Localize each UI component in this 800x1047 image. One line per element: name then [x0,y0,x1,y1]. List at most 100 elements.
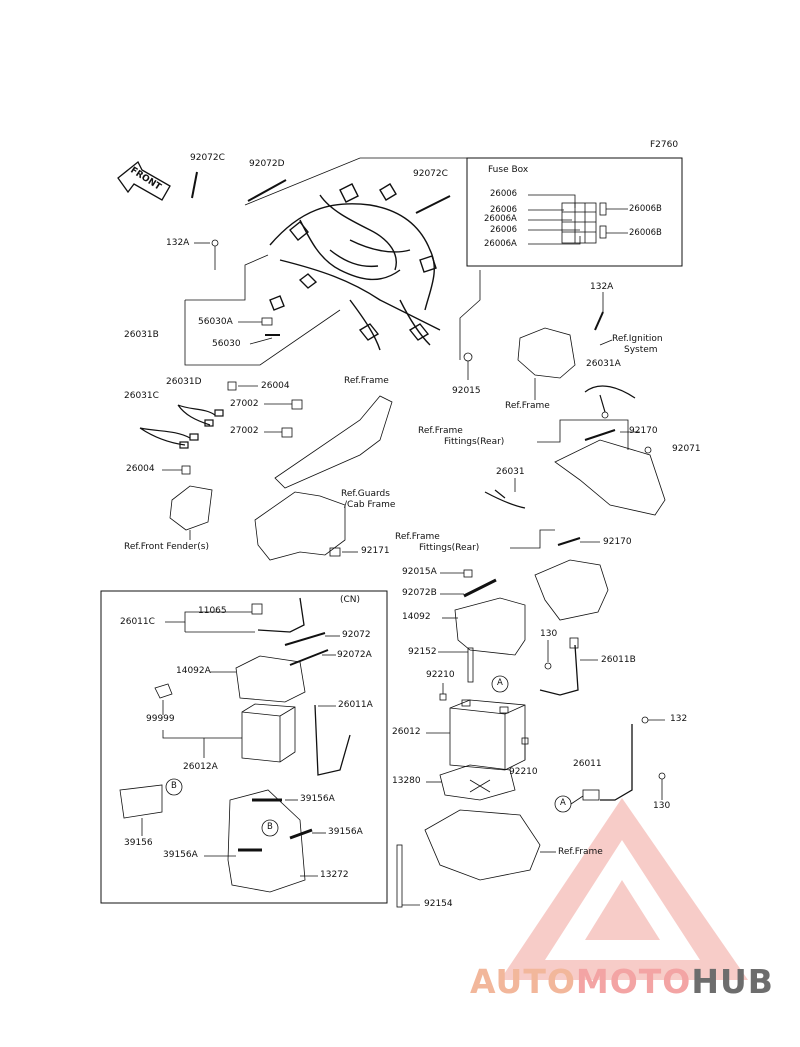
part-92072D-shape [247,179,287,202]
callout-a1: A [497,678,503,688]
sticker-39156-shape [119,784,163,819]
ref-ignition-line1: Ref.Ignition [612,334,663,344]
harness-callout-line-4 [459,270,481,360]
part-label-26031A: 26031A [586,359,621,369]
part-label-11065: 11065 [198,606,227,616]
part-label-26012: 26012 [392,727,421,737]
part-label-132A-b: 132A [590,282,614,292]
part-label-92072C-a: 92072C [190,153,225,163]
ref-front-fender: Ref.Front Fender(s) [124,542,209,552]
part-label-92170-a: 92170 [629,426,658,436]
ref-frame-fittings-1b: Fittings(Rear) [444,437,505,447]
nut-92015-shape [463,352,473,362]
fuse-label-left-4: 26006 [490,225,518,235]
watermark-part-2: MOTO [575,962,692,1001]
part-label-92072C-b: 92072C [413,169,448,179]
bolt-132A-a-shape [211,239,219,247]
bolt-132-shape [641,716,649,724]
part-label-39156A-c: 39156A [163,850,198,860]
part-label-26011: 26011 [573,759,602,769]
clamp-27002-a-shape [291,399,303,410]
part-label-26031C: 26031C [124,391,159,401]
battery-cover-14092-shape [454,597,526,656]
part-label-26012A: 26012A [183,762,218,772]
battery-26012-shape [449,699,526,771]
label-99999-shape [154,683,173,699]
callout-b2: B [267,822,273,832]
bolt-130-a-shape [544,662,552,670]
part-label-92072D: 92072D [249,159,285,169]
watermark-logo-triangle [500,798,748,980]
part-label-92015: 92015 [452,386,481,396]
fuse-label-left-5: 26006A [484,239,517,249]
part-label-13272: 13272 [320,870,349,880]
part-label-92210-a: 92210 [426,670,455,680]
callout-b1-circle [165,778,183,796]
part-label-92152: 92152 [408,647,437,657]
watermark-part-3: HUB [691,962,774,1001]
fuse-label-left-1: 26006 [490,189,518,199]
part-label-26004-b: 26004 [126,464,155,474]
switch-11065-shape [251,603,263,615]
part-label-26004-a: 26004 [261,381,290,391]
guards-cab-frame-shape [254,491,346,561]
ref-guards-line1: Ref.Guards [341,489,390,499]
rear-fittings-shape [554,439,666,516]
part-label-92210-b: 92210 [509,767,538,777]
callout-b2-circle [261,819,279,837]
cable-26011C-shape [257,597,305,633]
battery-26012A-shape [241,703,296,763]
front-fender-bracket-shape [169,485,213,531]
bolt-92210-a-shape [439,693,447,701]
part-label-130-b: 130 [653,801,671,811]
part-label-39156A-b: 39156A [328,827,363,837]
nut-92015A-shape [463,569,473,578]
part-92072C-a-shape [191,171,198,199]
clip-56030A-shape [261,317,273,326]
callout-a1-circle [491,675,509,693]
callout-b1: B [171,781,177,791]
sub-harness-26031A [584,385,636,413]
strip-92072-shape [284,632,326,646]
part-92072C-b-shape [415,195,451,214]
cn-variant-label: (CN) [340,595,361,605]
cable-26011B-shape [539,644,579,696]
part-label-92072A: 92072A [337,650,372,660]
ignition-bracket-shape [517,327,576,379]
bolt-130-b-shape [658,772,666,780]
strip-92072A-shape [289,649,329,666]
diagram-code: F2760 [650,140,679,150]
harness-callout-line-2 [185,254,269,301]
part-label-26011A: 26011A [338,700,373,710]
part-label-99999: 99999 [146,714,175,724]
clip-26004-b-shape [181,465,191,475]
part-label-92154: 92154 [424,899,453,909]
part-label-132A-a: 132A [166,238,190,248]
fuse-label-right-1: 26006B [629,204,662,214]
ref-frame-mid: Ref.Frame [505,401,550,411]
ref-frame-fittings-1a: Ref.Frame [418,426,463,436]
part-92170-b-shape [557,537,581,546]
part-label-26031D: 26031D [166,377,202,387]
main-wiring-harness [269,183,441,351]
part-label-14092: 14092 [402,612,431,622]
part-label-56030: 56030 [212,339,241,349]
part-label-92072: 92072 [342,630,371,640]
part-label-92171: 92171 [361,546,390,556]
battery-cover-14092A-shape [235,655,306,703]
ref-guards-line2: /Cab Frame [344,500,396,510]
ref-frame-fittings-2a: Ref.Frame [395,532,440,542]
nut-92171-shape [329,547,341,557]
fuse-label-left-2: 26006 [490,205,518,215]
watermark-part-1: AUTO [470,962,576,1001]
part-label-14092A: 14092A [176,666,211,676]
sub-harness-26031C [139,427,199,449]
bolt-92154-shape [396,844,403,908]
part-label-27002-a: 27002 [230,399,259,409]
part-label-26031: 26031 [496,467,525,477]
strip-92072B-shape [463,578,497,598]
cable-26011A-shape [314,704,351,776]
clip-26004-a-shape [227,381,237,391]
fuse-label-right-2: 26006B [629,228,662,238]
